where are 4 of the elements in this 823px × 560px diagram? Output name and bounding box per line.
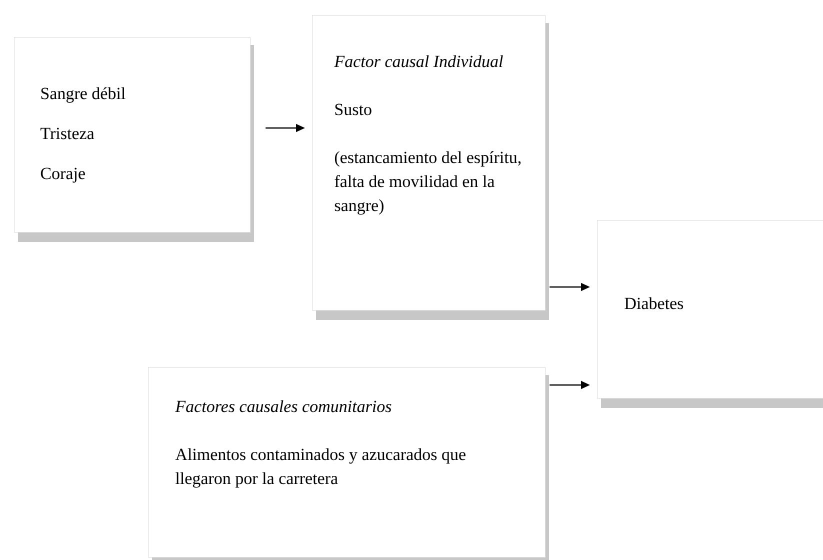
- text-box: Sangre débil Tristeza Coraje: [14, 37, 254, 242]
- text-box: Diabetes: [597, 220, 823, 408]
- text-box: Factor causal Individual Susto (estancamiento del espíritu, falta de movilidad en la sangre): [312, 15, 549, 320]
- text-box: Factores causales comunitarios Alimentos contaminados y azucarados que llegaron por la carretera: [148, 367, 549, 560]
